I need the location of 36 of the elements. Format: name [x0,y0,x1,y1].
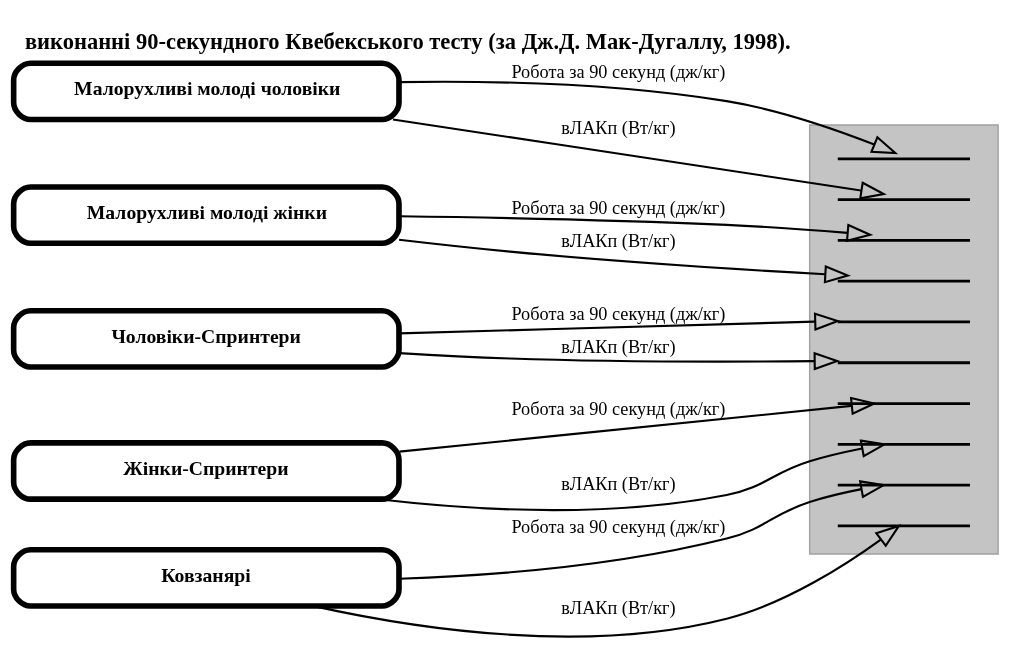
edge-label: вЛАКп (Вт/кг) [561,337,676,358]
edge-label: вЛАКп (Вт/кг) [561,597,676,618]
edge-label: Робота за 90 секунд (дж/кг) [511,303,726,324]
edge-label: вЛАКп (Вт/кг) [561,473,676,494]
arrow [399,480,887,580]
arrow [399,80,899,155]
arrow [399,215,874,243]
node-line [837,361,970,365]
node-line [837,157,970,161]
arrow [398,238,851,284]
arrow [392,118,887,200]
arrow [399,396,878,453]
arrow [399,312,841,335]
edge-label: Робота за 90 секунд (дж/кг) [511,61,726,82]
cluster [808,124,999,555]
node-line [837,402,970,405]
node-box: Малорухливі молоді жінки [10,184,402,247]
node-box: Ковзанярі [10,547,402,609]
edge-label: Робота за 90 секунд (дж/кг) [511,399,726,420]
node-line [837,279,970,283]
edge-label: Робота за 90 секунд (дж/кг) [511,517,726,538]
node-box: Жінки-Спринтери [10,440,402,502]
node-line [837,524,970,528]
node-line [837,198,970,201]
node-line [837,483,970,487]
diagram-title: виконанні 90-секундного Квебекського тесту (за Дж.Д. Мак-Дугаллу, 1998). [24,28,791,54]
node-line [837,239,970,242]
node-line [837,320,970,324]
edge-label: вЛАКп (Вт/кг) [561,230,676,251]
edge-label: Робота за 90 секунд (дж/кг) [511,198,726,219]
node-line [837,442,970,446]
arrow [399,351,841,371]
node-box: Малорухливі молоді чоловіки [10,60,402,123]
node-box: Чоловіки-Спринтери [10,307,402,370]
arrow [313,524,902,638]
edge-label: вЛАКп (Вт/кг) [561,118,676,139]
